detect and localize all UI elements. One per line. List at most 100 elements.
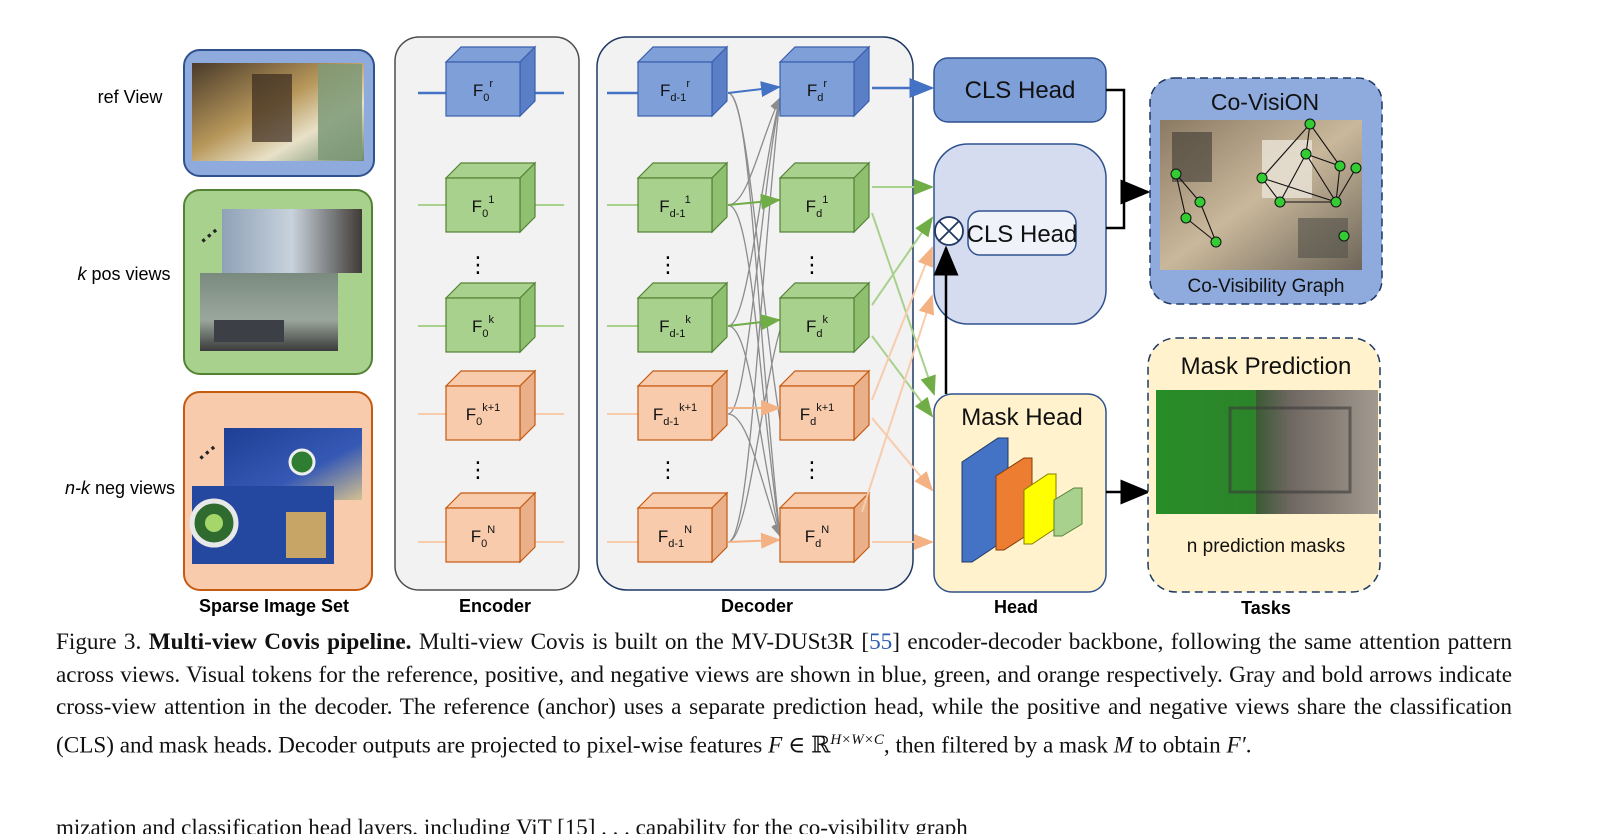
encoder-token-neg-k1: F0k+1: [444, 369, 537, 442]
pos-view-sofa: [214, 320, 284, 342]
gray-arrow-N-to-posk: [727, 329, 781, 543]
ref-view-label: ref View: [98, 87, 164, 107]
decoder-out-ellipsis-neg: ⋮: [801, 457, 823, 482]
gray-arrow-negk1-to-ref: [727, 96, 783, 415]
decoder-arrow-ref: [727, 81, 781, 98]
decoder-in-token-pos-1: Fd-1 1: [636, 161, 729, 234]
cube-front-face: [637, 177, 713, 233]
token-sub: 0: [476, 416, 482, 428]
cube-front-face: [637, 297, 713, 353]
token-label: Fdk+1: [800, 402, 835, 428]
token-sup: 1: [488, 194, 494, 206]
token-sub: 0: [482, 328, 488, 340]
token-label: Fd-1r: [660, 78, 690, 104]
cube-front-face: [637, 385, 713, 441]
math-F-prime: F′: [1226, 732, 1246, 759]
neg-view-wall-art: [288, 448, 316, 476]
token-base: F: [471, 527, 481, 546]
token-sup: k+1: [482, 402, 500, 414]
pos-view-image-back: [222, 209, 362, 273]
token-sub: d: [817, 92, 823, 104]
cube-front-face: [445, 297, 521, 353]
token-label: Fd-1k+1: [653, 402, 697, 428]
math-F: F: [768, 732, 783, 759]
gray-arrow-N-to-ref: [727, 96, 784, 543]
token-label: Fd-1k: [659, 314, 691, 340]
cls-head-ref-label: CLS Head: [965, 77, 1076, 104]
token-sup: 1: [685, 194, 691, 206]
cube-front-face: [779, 177, 855, 233]
pos-views-label-k: k: [77, 264, 87, 284]
mask-prediction-window-frame: [1228, 406, 1352, 494]
cube-front-face: [779, 61, 855, 117]
cross-view-attention-arrows: [727, 92, 784, 543]
token-base: F: [473, 81, 483, 100]
gray-arrow-pos1-to-ref: [727, 96, 781, 206]
cube-front-face: [779, 507, 855, 563]
cube-front-face: [445, 177, 521, 233]
cls-head-shared-inner: [967, 210, 1077, 256]
figure-label: Figure 3.: [56, 629, 142, 655]
token-label: Fdk: [806, 314, 829, 340]
cls-merge-connector: [1106, 88, 1126, 230]
decoder-out-token-pos-1: Fd1: [778, 161, 871, 234]
token-sub: d-1: [670, 208, 686, 220]
caption-text-1: Multi-view Covis is built on the MV-DUSt…: [411, 629, 870, 655]
citation-link[interactable]: 55: [869, 629, 893, 655]
decoder-to-head-arrows: [861, 179, 936, 550]
decoder-in-token-ref: Fd-1r: [636, 45, 729, 118]
token-sub: d-1: [663, 416, 679, 428]
posk-to-cls-arrow: [871, 216, 934, 306]
token-sub: d-1: [670, 92, 686, 104]
token-label: Fd-1 1: [659, 194, 691, 220]
sparse-image-set-label: Sparse Image Set: [199, 596, 349, 616]
cube-front-face: [779, 297, 855, 353]
covision-caption: Co-Visibility Graph: [1188, 276, 1345, 297]
cube-front-face: [637, 61, 713, 117]
decoder-out-token-neg-k1: Fdk+1: [778, 369, 871, 442]
cube-front-face: [637, 507, 713, 563]
caption-text-5: .: [1245, 732, 1252, 759]
decoder-in-token-pos-k: Fd-1k: [636, 281, 729, 354]
gray-arrow-posk-to-ref: [727, 96, 783, 327]
token-sub: d-1: [668, 538, 684, 550]
next-paragraph-cut-line: mization and classification head layers,…: [56, 815, 968, 834]
cube-front-face: [445, 507, 521, 563]
encoder-token-ref: F0r: [444, 45, 537, 118]
token-label: F0r: [473, 78, 494, 104]
caption-text-4: to obtain: [1133, 732, 1227, 759]
decoder-out-ellipsis-pos: ⋮: [801, 252, 823, 277]
token-sub: d: [816, 328, 822, 340]
token-base: F: [466, 405, 476, 424]
token-base: F: [659, 197, 669, 216]
decoder-label: Decoder: [721, 596, 793, 616]
encoder-ellipsis-pos: ⋮: [467, 252, 489, 277]
cls-head-shared-label: CLS Head: [967, 221, 1078, 248]
token-sub: d: [816, 208, 822, 220]
ref-view-window: [318, 64, 362, 160]
token-sup: N: [684, 524, 692, 536]
math-in: ∈ ℝ: [782, 732, 831, 759]
neg-view-door: [286, 512, 326, 558]
decoder-arrow-negN: [727, 532, 781, 549]
neg-views-label: n-k neg views: [65, 478, 175, 498]
covisibility-graph-nodes: [1170, 118, 1362, 248]
decoder-in-token-neg-n: Fd-1N: [636, 491, 729, 564]
token-sub: 0: [483, 92, 489, 104]
caption-text-3: , then filtered by a mask: [883, 732, 1114, 759]
token-sup: r: [686, 78, 690, 90]
token-base: F: [806, 317, 816, 336]
math-dims: H×W×C: [830, 731, 884, 748]
mask-head-layers-icon: [961, 437, 1083, 563]
token-base: F: [660, 81, 670, 100]
decoder-out-token-pos-k: Fdk: [778, 281, 871, 354]
gray-arrow-negk1-to-N: [727, 413, 781, 538]
token-sup: k: [823, 314, 829, 326]
figure-caption: Figure 3. Multi-view Covis pipeline. Mul…: [56, 626, 1512, 762]
token-base: F: [800, 405, 810, 424]
neg-view-round-art-center: [205, 514, 223, 532]
decoder-out-token-ref: Fdr: [778, 45, 871, 118]
decoder-in-ellipsis-neg: ⋮: [657, 457, 679, 482]
pipeline-diagram: ref View k pos views n-k neg views ··· ·…: [65, 36, 1383, 618]
token-sup: r: [823, 78, 827, 90]
